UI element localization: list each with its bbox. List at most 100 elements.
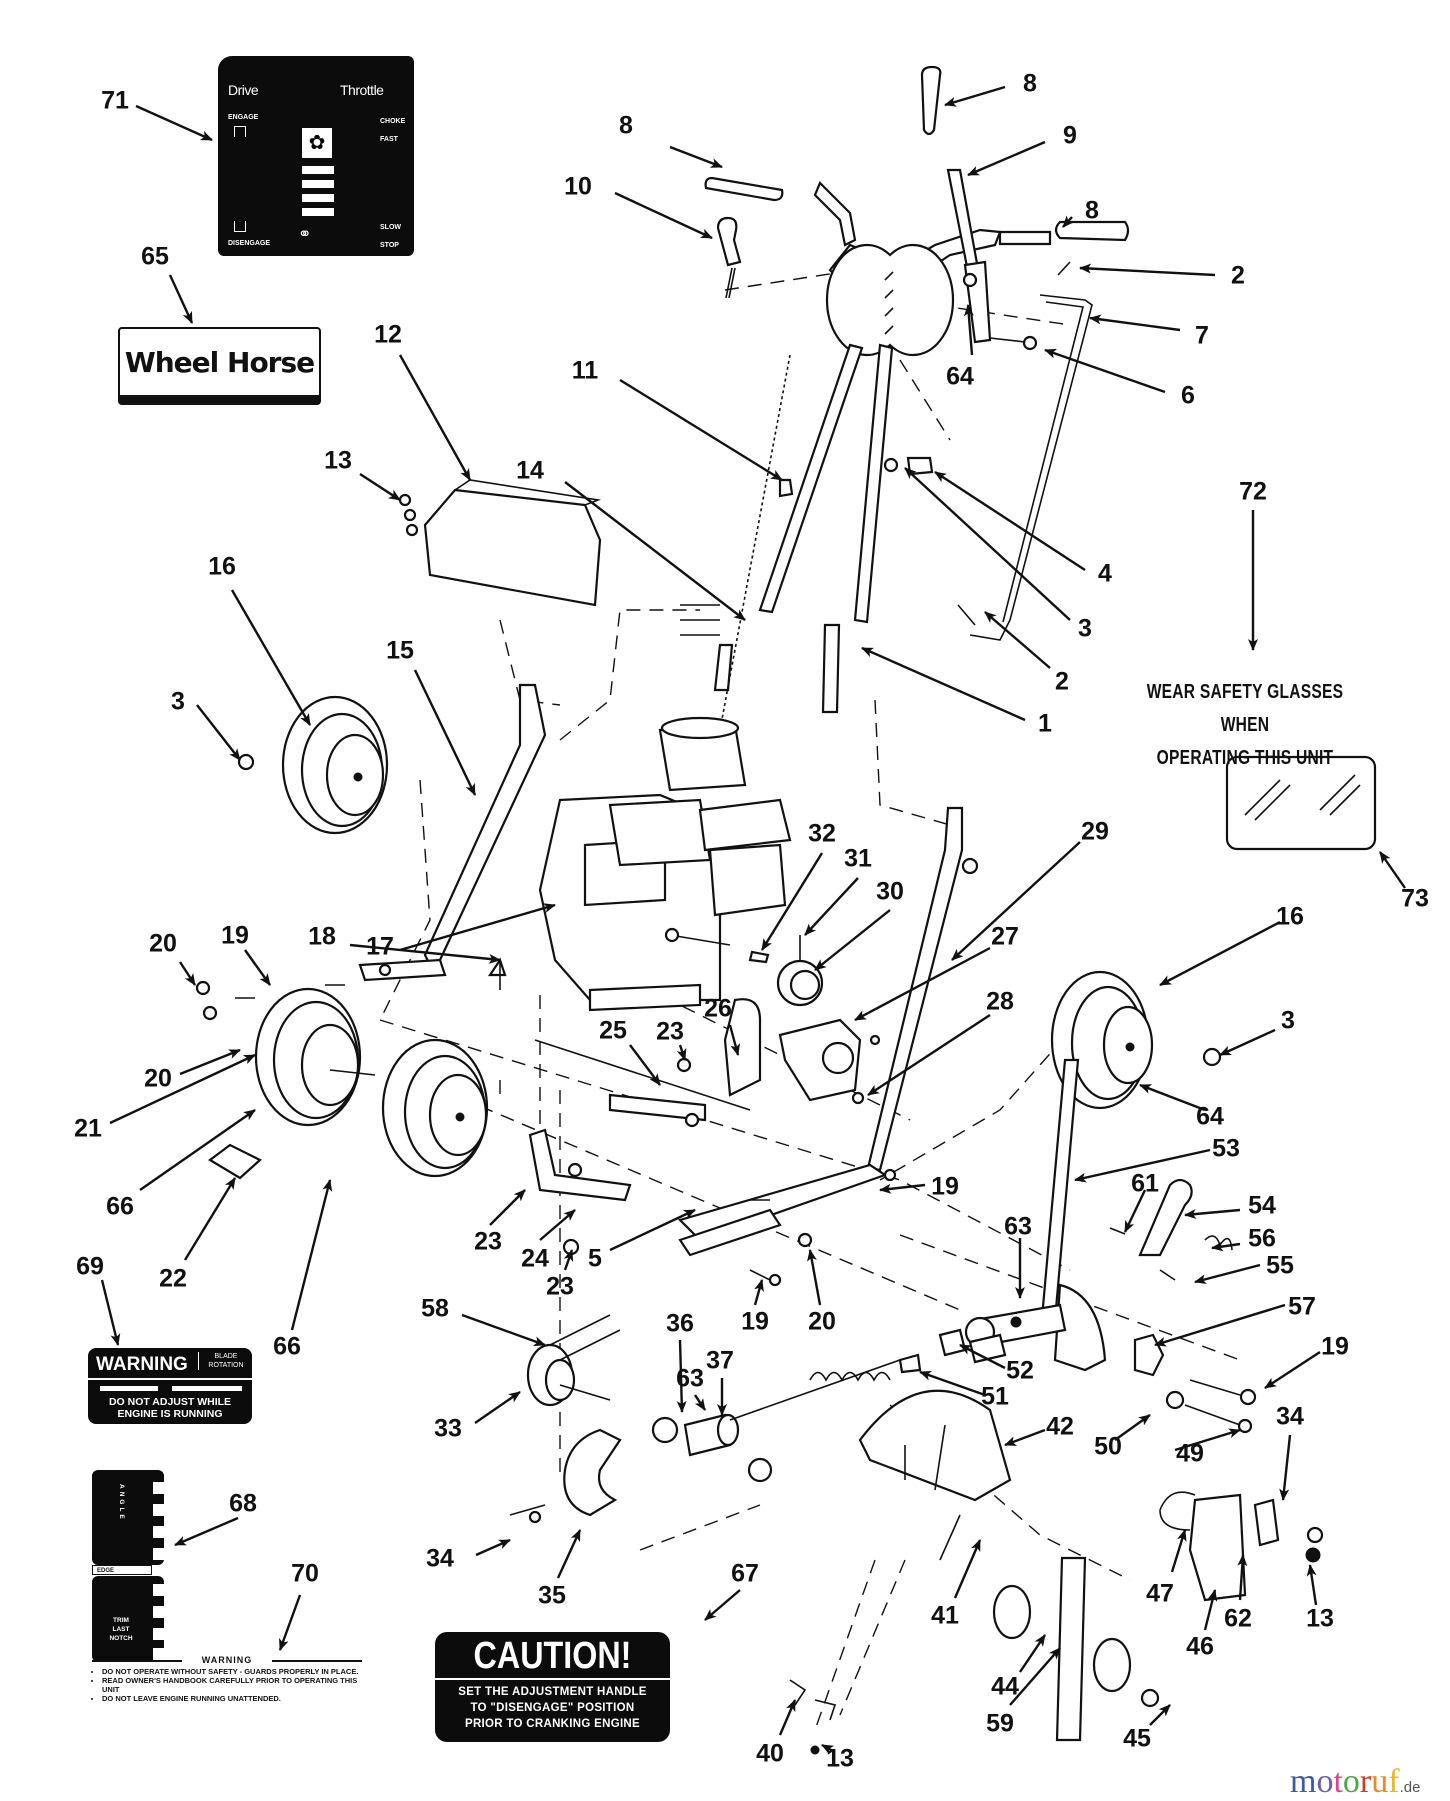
watermark-letter: u <box>1371 1763 1389 1800</box>
wheel-66-rear <box>381 1038 489 1178</box>
leader-arrow-14 <box>564 481 746 621</box>
callout-26: 26 <box>704 995 732 1023</box>
leader-arrow-35 <box>556 1529 582 1579</box>
leader-arrow-19 <box>879 1183 926 1194</box>
leader-arrow-23 <box>489 1189 526 1226</box>
callout-62: 62 <box>1224 1605 1252 1633</box>
watermark-letter: t <box>1333 1763 1343 1800</box>
edge-label: EDGE <box>92 1565 152 1575</box>
caution-line: TO "DISENGAGE" POSITION <box>470 1701 635 1714</box>
leader-arrow-46 <box>1203 1589 1218 1631</box>
throttle-heading: Throttle <box>340 82 384 98</box>
engage-icon <box>234 126 246 137</box>
leader-arrow-17 <box>399 903 556 952</box>
callout-64: 64 <box>946 363 974 391</box>
depth-decal: ANGLE EDGE TRIM LAST NOTCH <box>92 1470 165 1662</box>
callout-15: 15 <box>386 637 414 665</box>
callout-40: 40 <box>756 1740 784 1768</box>
leader-arrow-67 <box>704 1589 741 1621</box>
leader-arrow-44 <box>1019 1634 1046 1673</box>
leader-arrow-13 <box>1306 1564 1318 1606</box>
engine <box>538 716 792 1012</box>
callout-3: 3 <box>1281 1007 1295 1035</box>
warning-decal-operation: WARNING DO NOT OPERATE WITHOUT SAFETY - … <box>92 1655 362 1715</box>
leader-arrow-71 <box>135 104 213 142</box>
callout-16: 16 <box>1276 903 1304 931</box>
callout-73: 73 <box>1401 885 1429 913</box>
leader-arrow-64 <box>963 304 974 356</box>
leader-arrow-2 <box>1079 263 1216 277</box>
callout-30: 30 <box>876 878 904 906</box>
leader-arrow-25 <box>629 1044 661 1086</box>
angle-label: ANGLE <box>118 1484 125 1522</box>
watermark-letter: o <box>1342 1763 1360 1800</box>
callout-72: 72 <box>1239 478 1267 506</box>
leader-arrow-5 <box>609 1208 696 1252</box>
leader-arrow-13 <box>821 1743 836 1755</box>
callout-28: 28 <box>986 988 1014 1016</box>
leader-arrow-8 <box>669 145 723 169</box>
leader-arrow-42 <box>1004 1428 1046 1447</box>
leader-arrow-3 <box>904 467 1071 621</box>
warning-title: WARNING <box>96 1354 188 1375</box>
callout-31: 31 <box>844 845 872 873</box>
adjuster-assembly <box>938 1058 1257 1434</box>
callout-13: 13 <box>826 1745 854 1773</box>
callout-53: 53 <box>1212 1135 1240 1163</box>
callout-19: 19 <box>741 1308 769 1336</box>
warning-subtitle: BLADE ROTATION <box>198 1352 251 1370</box>
leader-arrow-59 <box>1009 1647 1061 1706</box>
callout-34: 34 <box>426 1545 454 1573</box>
leader-arrow-23 <box>676 1044 687 1061</box>
warning-item: READ OWNER'S HANDBOOK CAREFULLY PRIOR TO… <box>102 1676 362 1694</box>
callout-67: 67 <box>731 1560 759 1588</box>
leader-arrow-9 <box>967 140 1046 177</box>
choke-label: CHOKE <box>380 118 406 125</box>
leader-arrow-20 <box>807 1249 822 1306</box>
wheel-21-front <box>254 987 376 1127</box>
callout-35: 35 <box>538 1582 566 1610</box>
leader-arrow-36 <box>676 1339 687 1413</box>
callout-42: 42 <box>1046 1413 1074 1441</box>
caution-line: SET THE ADJUSTMENT HANDLE <box>458 1685 647 1698</box>
leader-arrow-22 <box>183 1177 237 1261</box>
leader-arrow-13 <box>359 472 401 502</box>
callout-8: 8 <box>619 112 633 140</box>
callout-32: 32 <box>808 820 836 848</box>
callout-5: 5 <box>588 1245 602 1273</box>
callout-23: 23 <box>546 1273 574 1301</box>
callout-17: 17 <box>366 933 394 961</box>
leader-arrow-4 <box>934 470 1086 572</box>
leader-arrow-30 <box>814 909 891 971</box>
callout-56: 56 <box>1248 1225 1276 1253</box>
callout-41: 41 <box>931 1602 959 1630</box>
wheel-16-left <box>281 695 389 835</box>
callout-46: 46 <box>1186 1633 1214 1661</box>
caution-line: PRIOR TO CRANKING ENGINE <box>464 1717 641 1730</box>
watermark-tld: .de <box>1399 1779 1421 1796</box>
leader-arrow-49 <box>1174 1428 1241 1452</box>
leader-arrow-11 <box>619 378 783 482</box>
leader-arrow-45 <box>1149 1704 1171 1726</box>
leader-arrow-69 <box>100 1279 121 1346</box>
leader-arrow-8 <box>1062 215 1075 228</box>
watermark-logo[interactable]: motoruf.de <box>1290 1763 1420 1801</box>
brand-name: Wheel Horse <box>124 345 315 379</box>
leader-arrow-21 <box>109 1053 256 1125</box>
callout-29: 29 <box>1081 818 1109 846</box>
callout-45: 45 <box>1123 1725 1151 1753</box>
callout-25: 25 <box>599 1017 627 1045</box>
leader-arrow-41 <box>953 1539 982 1599</box>
watermark-letter: m <box>1290 1763 1317 1800</box>
callout-52: 52 <box>1006 1357 1034 1385</box>
callout-57: 57 <box>1288 1293 1316 1321</box>
leader-arrow-34 <box>475 1538 511 1557</box>
leader-arrow-62 <box>1237 1554 1248 1601</box>
callout-63: 63 <box>1004 1213 1032 1241</box>
callout-68: 68 <box>229 1490 257 1518</box>
leader-arrow-3 <box>1219 1028 1276 1057</box>
callout-33: 33 <box>434 1415 462 1443</box>
leader-arrow-70 <box>278 1594 302 1651</box>
callout-22: 22 <box>159 1265 187 1293</box>
pulley-bracket-parts <box>528 935 881 1256</box>
